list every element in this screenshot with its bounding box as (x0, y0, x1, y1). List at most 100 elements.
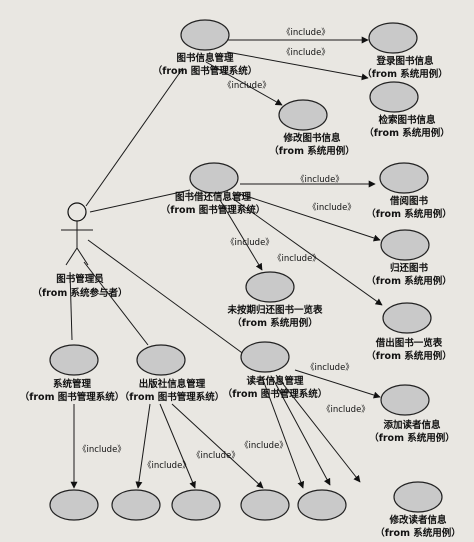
use-case-ellipse (49, 344, 99, 376)
use-case-from: （from 系统用例） (366, 208, 452, 220)
use-case-register-book[interactable]: 登录图书信息 （from 系统用例） (362, 22, 448, 80)
use-case-ellipse (379, 162, 429, 194)
use-case-from: （from 系统用例） (366, 275, 452, 287)
actor-stereotype: （from 系统参与者） (32, 287, 127, 299)
include-label: 《include》 (308, 203, 356, 213)
actor-librarian[interactable]: 图书管理员 （from 系统参与者） (32, 202, 128, 299)
include-label: 《include》 (273, 254, 321, 264)
use-case-name: 检索图书信息 (378, 114, 436, 126)
include-label: 《include》 (322, 405, 370, 415)
use-case-system-mgmt[interactable]: 系统管理 （from 图书管理系统） (20, 344, 125, 403)
use-case-name: 修改读者信息 (388, 514, 447, 526)
use-case-lent-list[interactable]: 借出图书一览表 （from 系统用例） (366, 302, 452, 362)
include-arrow (271, 376, 331, 486)
use-case-from: （from 图书管理系统） (20, 391, 125, 403)
use-case-unlabeled[interactable] (111, 489, 161, 521)
use-case-name: 添加读者信息 (383, 419, 441, 431)
use-case-from: （from 系统用例） (366, 350, 452, 362)
use-case-from: （from 系统用例） (232, 317, 318, 329)
use-case-ellipse (245, 271, 295, 303)
actor-leg-right (76, 247, 89, 266)
include-arrow (219, 199, 263, 271)
use-case-book-mgmt[interactable]: 图书信息管理 （from 图书管理系统） (153, 19, 258, 77)
use-case-name: 修改图书信息 (282, 132, 341, 144)
include-label: 《include》 (282, 48, 330, 58)
include-arrow (275, 374, 361, 483)
include-label: 《include》 (223, 81, 271, 91)
include-arrow (171, 403, 264, 489)
assoc-book-mgmt (85, 67, 184, 207)
include-arrow (135, 403, 151, 489)
use-case-modify-book[interactable]: 修改图书信息 （from 系统用例） (269, 99, 355, 157)
include-arrows (70, 36, 383, 489)
use-case-modify-reader[interactable]: 修改读者信息 （from 系统用例） (375, 481, 461, 539)
use-case-name: 登录图书信息 (375, 55, 434, 67)
actor-head (67, 202, 87, 222)
use-case-borrow-book[interactable]: 借阅图书 （from 系统用例） (366, 162, 452, 220)
include-label: 《include》 (306, 363, 354, 373)
use-case-reader-mgmt[interactable]: 读者信息管理 （from 图书管理系统） (223, 341, 328, 400)
include-arrow (239, 193, 381, 242)
include-arrow (226, 51, 369, 81)
assoc-borrow-mgmt (89, 189, 191, 213)
use-case-name: 出版社信息管理 (139, 378, 206, 390)
use-case-from: （from 图书管理系统） (120, 391, 225, 403)
use-case-name: 借阅图书 (389, 195, 429, 207)
include-label: 《include》 (143, 461, 191, 471)
use-case-ellipse (368, 22, 418, 54)
use-case-ellipse (240, 341, 290, 373)
actor-name: 图书管理员 (56, 273, 104, 285)
use-case-ellipse (189, 162, 239, 194)
include-arrow (261, 376, 305, 489)
include-label: 《include》 (240, 441, 288, 451)
use-case-from: （from 系统用例） (375, 527, 461, 539)
assoc-reader-mgmt (87, 239, 246, 356)
use-case-add-reader[interactable]: 添加读者信息 （from 系统用例） (369, 384, 455, 444)
use-case-unlabeled[interactable] (49, 489, 99, 521)
use-case-ellipse (380, 229, 430, 261)
use-case-ellipse (136, 344, 186, 376)
use-case-ellipse (180, 19, 230, 51)
use-case-ellipse (278, 99, 328, 131)
use-case-from: （from 系统用例） (369, 432, 455, 444)
use-case-unlabeled[interactable] (240, 489, 290, 521)
include-label: 《include》 (192, 451, 240, 461)
include-label: 《include》 (282, 28, 330, 38)
use-case-name: 图书借还信息管理 (175, 191, 252, 203)
use-case-name: 借出图书一览表 (375, 337, 443, 349)
assoc-publisher-mgmt (83, 261, 149, 346)
include-arrow (231, 197, 383, 306)
use-case-ellipse (369, 81, 419, 113)
use-case-from: （from 图书管理系统） (223, 388, 328, 400)
use-case-name: 图书信息管理 (176, 52, 234, 64)
use-case-overdue-list[interactable]: 未按期归还图书一览表 （from 系统用例） (226, 271, 323, 329)
include-label: 《include》 (78, 445, 126, 455)
use-case-ellipse (380, 384, 430, 416)
use-case-borrow-mgmt[interactable]: 图书借还信息管理 （from 图书管理系统） (161, 162, 266, 216)
bottom-use-cases (49, 489, 347, 521)
include-labels: 《include》 《include》 《include》 《include》 … (78, 28, 370, 471)
use-case-ellipse (382, 302, 432, 334)
use-case-name: 未按期归还图书一览表 (226, 304, 323, 316)
use-case-name: 归还图书 (390, 262, 429, 274)
use-case-from: （from 系统用例） (269, 145, 355, 157)
use-case-from: （from 系统用例） (362, 68, 448, 80)
include-arrow (159, 403, 196, 489)
actor-leg-left (65, 247, 78, 266)
use-case-unlabeled[interactable] (297, 489, 347, 521)
use-case-ellipse (393, 481, 443, 513)
assoc-system-mgmt (69, 271, 73, 341)
association-lines (69, 67, 246, 356)
use-case-return-book[interactable]: 归还图书 （from 系统用例） (366, 229, 452, 287)
use-case-from: （from 系统用例） (364, 127, 450, 139)
include-arrow (205, 61, 283, 106)
include-arrow (294, 369, 381, 399)
use-case-publisher-mgmt[interactable]: 出版社信息管理 （from 图书管理系统） (120, 344, 225, 403)
use-case-name: 读者信息管理 (246, 375, 304, 387)
include-label: 《include》 (226, 238, 274, 248)
use-case-from: （from 图书管理系统） (153, 65, 258, 77)
use-case-search-book[interactable]: 检索图书信息 （from 系统用例） (364, 81, 450, 139)
use-case-unlabeled[interactable] (171, 489, 221, 521)
include-label: 《include》 (296, 175, 344, 185)
